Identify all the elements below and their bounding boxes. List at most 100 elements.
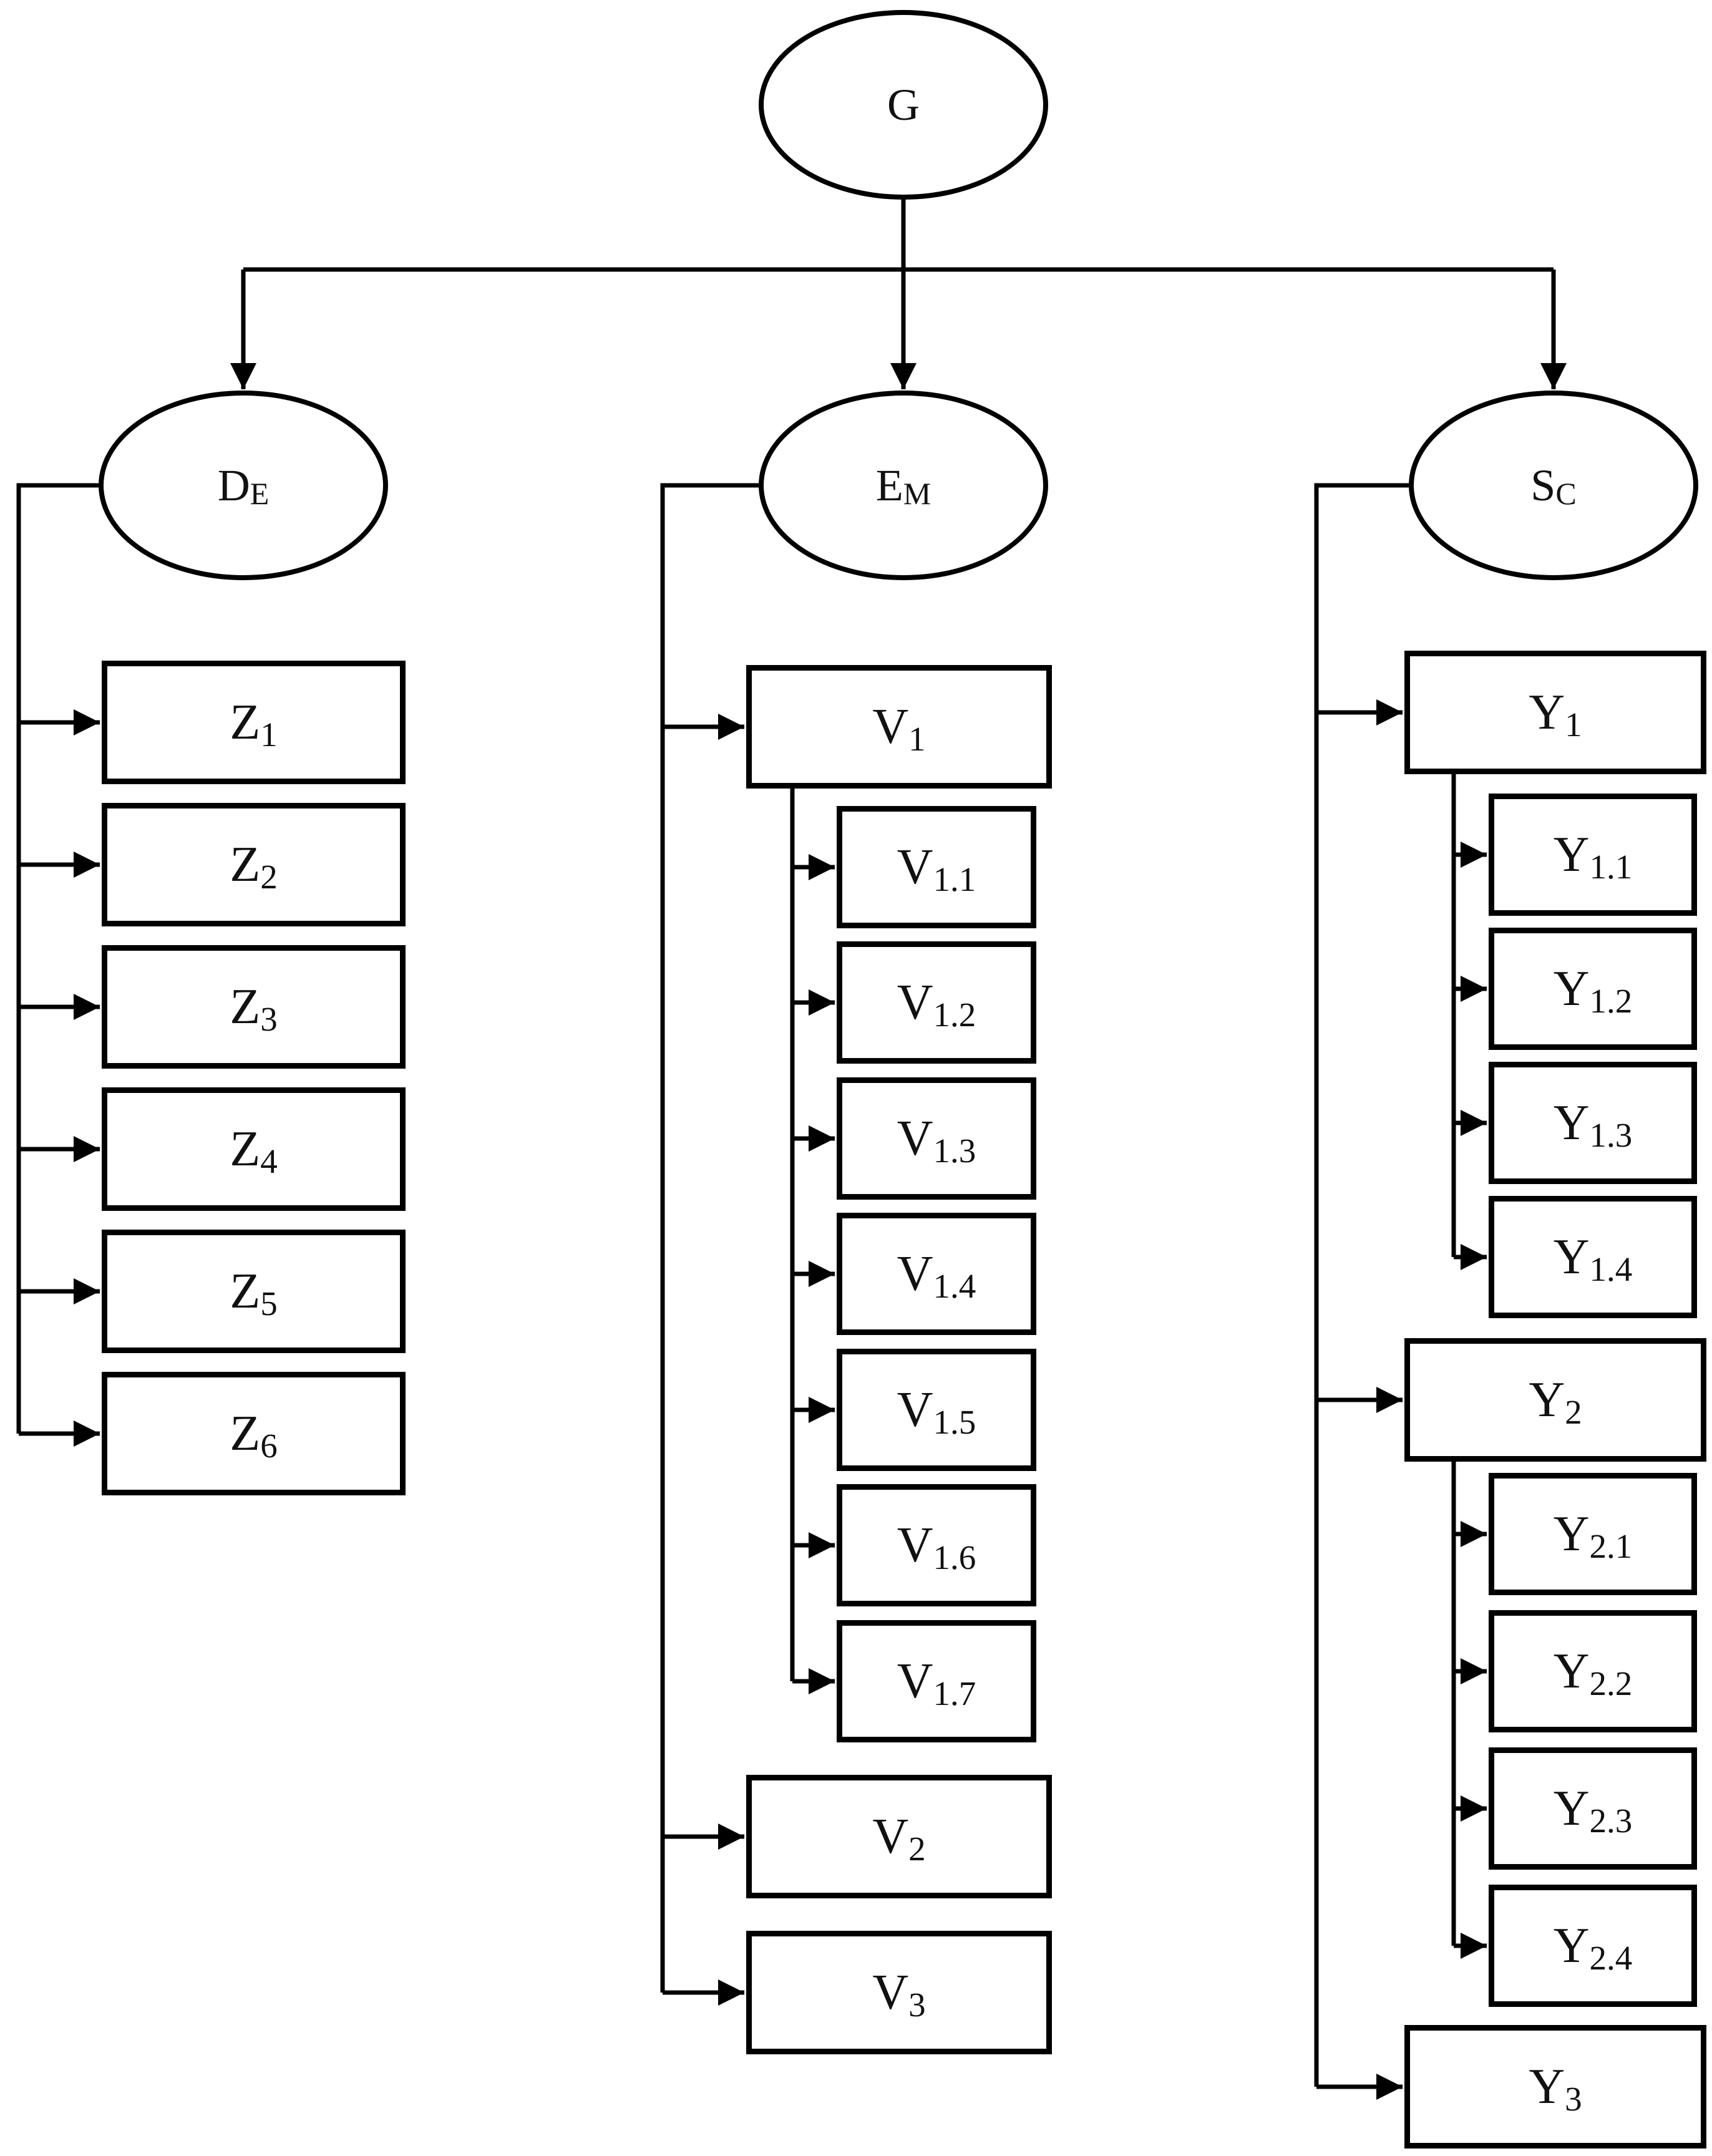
node-y2-3-sub: 2.3: [1589, 1802, 1633, 1840]
node-z1-main: Z: [230, 695, 261, 750]
edges-em-column: [660, 483, 835, 2006]
node-v1-6-main: V: [897, 1518, 933, 1573]
node-v3: V3: [746, 1931, 1052, 2054]
node-v1-1-label: V1.1: [897, 840, 976, 896]
node-z1: Z1: [102, 661, 406, 784]
node-z5: Z5: [102, 1230, 406, 1353]
node-y1-2-main: Y: [1553, 961, 1590, 1016]
node-v1-3: V1.3: [837, 1077, 1036, 1200]
node-v1-6: V1.6: [837, 1484, 1036, 1606]
node-sc-sub: C: [1555, 476, 1577, 511]
node-v1-2-main: V: [897, 975, 933, 1030]
node-v3-label: V3: [872, 1968, 925, 2022]
node-y3: Y3: [1404, 2025, 1706, 2149]
node-v1-3-sub: 1.3: [933, 1132, 976, 1170]
node-y1-main: Y: [1529, 685, 1565, 740]
node-z2-sub: 2: [260, 858, 278, 896]
node-sc: SC: [1409, 391, 1698, 580]
node-y1-3: Y1.3: [1489, 1062, 1697, 1184]
node-z5-sub: 5: [260, 1284, 278, 1323]
edge-sc-trunk: [1314, 483, 1409, 2087]
node-z6-sub: 6: [260, 1427, 278, 1465]
node-de: DE: [99, 391, 388, 580]
node-v1-4-sub: 1.4: [933, 1267, 976, 1305]
node-v1-6-sub: 1.6: [933, 1538, 976, 1576]
node-v1-7-main: V: [897, 1654, 933, 1709]
node-v1-label: V1: [872, 699, 925, 756]
node-g: G: [759, 10, 1048, 200]
node-de-sub: E: [250, 476, 270, 511]
node-y2-1: Y2.1: [1489, 1473, 1697, 1595]
node-v1-sub: 1: [908, 720, 926, 758]
node-y2-label: Y2: [1529, 1375, 1582, 1429]
node-y2-2: Y2.2: [1489, 1610, 1697, 1732]
node-y1-1-sub: 1.1: [1589, 848, 1633, 886]
node-z2: Z2: [102, 803, 406, 926]
node-v1-5-label: V1.5: [897, 1382, 976, 1439]
node-y2-sub: 2: [1565, 1393, 1582, 1431]
node-v1-4: V1.4: [837, 1213, 1036, 1335]
node-z4-main: Z: [230, 1122, 261, 1177]
node-y2-1-sub: 2.1: [1589, 1527, 1633, 1565]
node-v2-label: V2: [872, 1809, 925, 1866]
node-y2: Y2: [1404, 1338, 1706, 1462]
node-y1-3-label: Y1.3: [1553, 1095, 1633, 1152]
node-v1-7-sub: 1.7: [933, 1674, 976, 1712]
node-v1-main: V: [872, 699, 909, 754]
node-y1-3-sub: 1.3: [1589, 1116, 1633, 1154]
node-v1-5: V1.5: [837, 1349, 1036, 1471]
node-v1-5-main: V: [897, 1382, 933, 1437]
node-y3-label: Y3: [1529, 2062, 1582, 2116]
edges-de-column: [16, 483, 100, 1447]
node-v1-7-label: V1.7: [897, 1654, 976, 1711]
node-y1-2-label: Y1.2: [1553, 961, 1633, 1018]
node-y2-3: Y2.3: [1489, 1747, 1697, 1870]
node-v1-6-label: V1.6: [897, 1518, 976, 1575]
node-z6: Z6: [102, 1372, 406, 1495]
node-y1-1-main: Y: [1553, 827, 1590, 882]
node-v1-4-label: V1.4: [897, 1246, 976, 1303]
node-v1-2-sub: 1.2: [933, 996, 976, 1034]
node-em: EM: [759, 391, 1048, 580]
node-v2-main: V: [872, 1809, 909, 1864]
node-z6-label: Z6: [230, 1409, 277, 1463]
node-z3: Z3: [102, 945, 406, 1069]
node-v1-4-main: V: [897, 1246, 933, 1301]
node-y2-3-main: Y: [1553, 1781, 1590, 1836]
node-y2-2-main: Y: [1553, 1644, 1590, 1699]
node-g-label: G: [887, 82, 920, 127]
node-y1-2-sub: 1.2: [1589, 982, 1633, 1020]
node-y1-3-main: Y: [1553, 1095, 1590, 1150]
node-v1-5-sub: 1.5: [933, 1403, 976, 1441]
node-y2-2-sub: 2.2: [1589, 1664, 1633, 1702]
node-y1-1-label: Y1.1: [1553, 827, 1633, 884]
node-v3-sub: 3: [908, 1986, 926, 2024]
node-v2: V2: [746, 1775, 1052, 1898]
node-y1-4-main: Y: [1553, 1230, 1590, 1284]
edges-sc-column: [1314, 483, 1487, 2100]
node-v1-3-main: V: [897, 1111, 933, 1166]
node-v1-1-main: V: [897, 840, 933, 895]
node-y1-4-sub: 1.4: [1589, 1250, 1633, 1288]
node-g-main: G: [887, 80, 920, 130]
node-y1-2: Y1.2: [1489, 928, 1697, 1050]
node-v1-2-label: V1.2: [897, 975, 976, 1032]
node-z3-label: Z3: [230, 979, 277, 1036]
node-v1-1: V1.1: [837, 806, 1036, 928]
node-sc-label: SC: [1530, 463, 1577, 511]
node-y2-4-sub: 2.4: [1589, 1939, 1633, 1977]
node-v1-2: V1.2: [837, 941, 1036, 1064]
node-y2-1-main: Y: [1553, 1507, 1590, 1561]
node-y3-sub: 3: [1565, 2080, 1582, 2118]
node-em-label: EM: [875, 460, 931, 510]
node-em-main: E: [875, 460, 903, 510]
node-z2-main: Z: [230, 837, 261, 892]
edges-root: [230, 198, 1567, 389]
node-y2-4: Y2.4: [1489, 1885, 1697, 2007]
node-de-label: DE: [218, 463, 270, 511]
node-z3-main: Z: [230, 979, 261, 1034]
node-y1-4: Y1.4: [1489, 1196, 1697, 1318]
node-y2-4-main: Y: [1553, 1918, 1590, 1973]
node-z4-sub: 4: [260, 1142, 278, 1180]
